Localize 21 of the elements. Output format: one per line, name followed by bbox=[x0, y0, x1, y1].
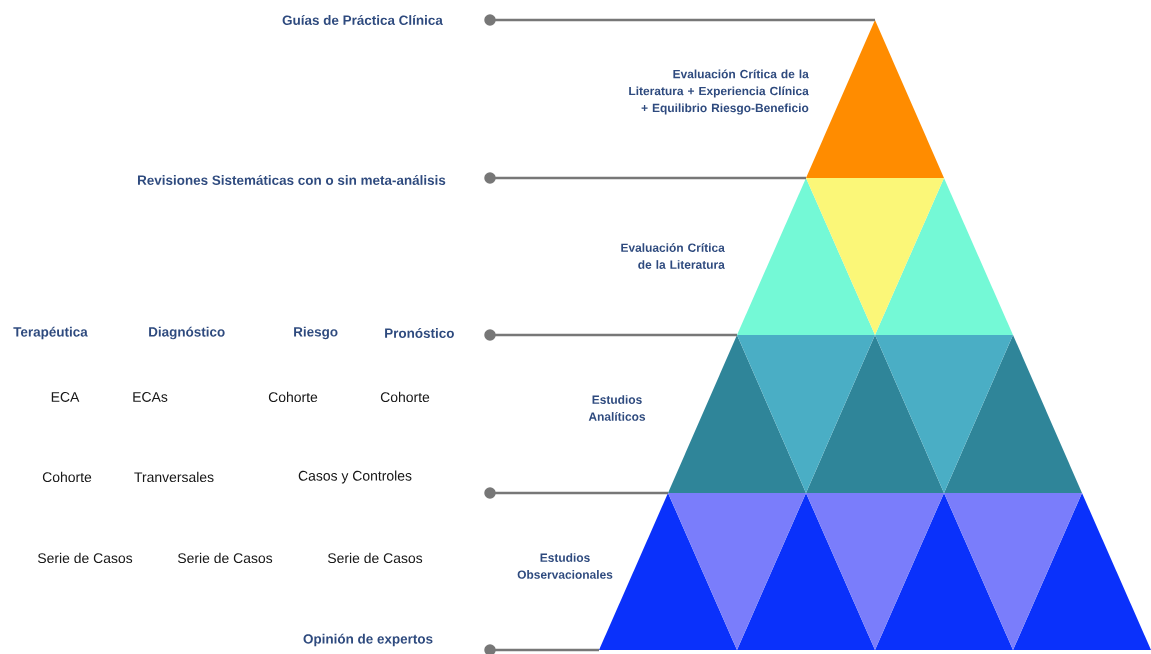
level-heading: Guías de Práctica Clínica bbox=[282, 15, 443, 25]
category-heading: Pronóstico bbox=[385, 328, 454, 338]
study-type: Serie de Casos bbox=[37, 552, 133, 564]
band-label: Evaluación Crítica de la Literatura bbox=[621, 243, 725, 269]
band-label: Estudios Observacionales bbox=[517, 553, 613, 579]
level-heading: Opinión de expertos bbox=[303, 633, 433, 647]
study-type: ECA bbox=[51, 392, 80, 402]
category-heading: Diagnóstico bbox=[149, 326, 225, 340]
band-label: Estudios Analíticos bbox=[588, 395, 646, 421]
band-label: Evaluación Crítica de la Literatura + Experiencia Clínica + Equilibrio Riesgo-Beneficio bbox=[629, 69, 809, 115]
study-type: Cohorte bbox=[42, 471, 92, 483]
study-type: Cohorte bbox=[380, 391, 430, 403]
category-heading: Riesgo bbox=[294, 326, 338, 340]
study-type: ECAs bbox=[133, 392, 168, 402]
study-type: Serie de Casos bbox=[177, 552, 273, 564]
level-heading: Revisiones Sistemáticas con o sin meta-análisis bbox=[138, 175, 446, 185]
study-type: Cohorte bbox=[268, 391, 318, 403]
category-heading: Terapéutica bbox=[13, 326, 88, 340]
study-type: Serie de Casos bbox=[327, 552, 423, 564]
study-type: Tranversales bbox=[134, 471, 214, 483]
study-type: Casos y Controles bbox=[298, 470, 412, 484]
